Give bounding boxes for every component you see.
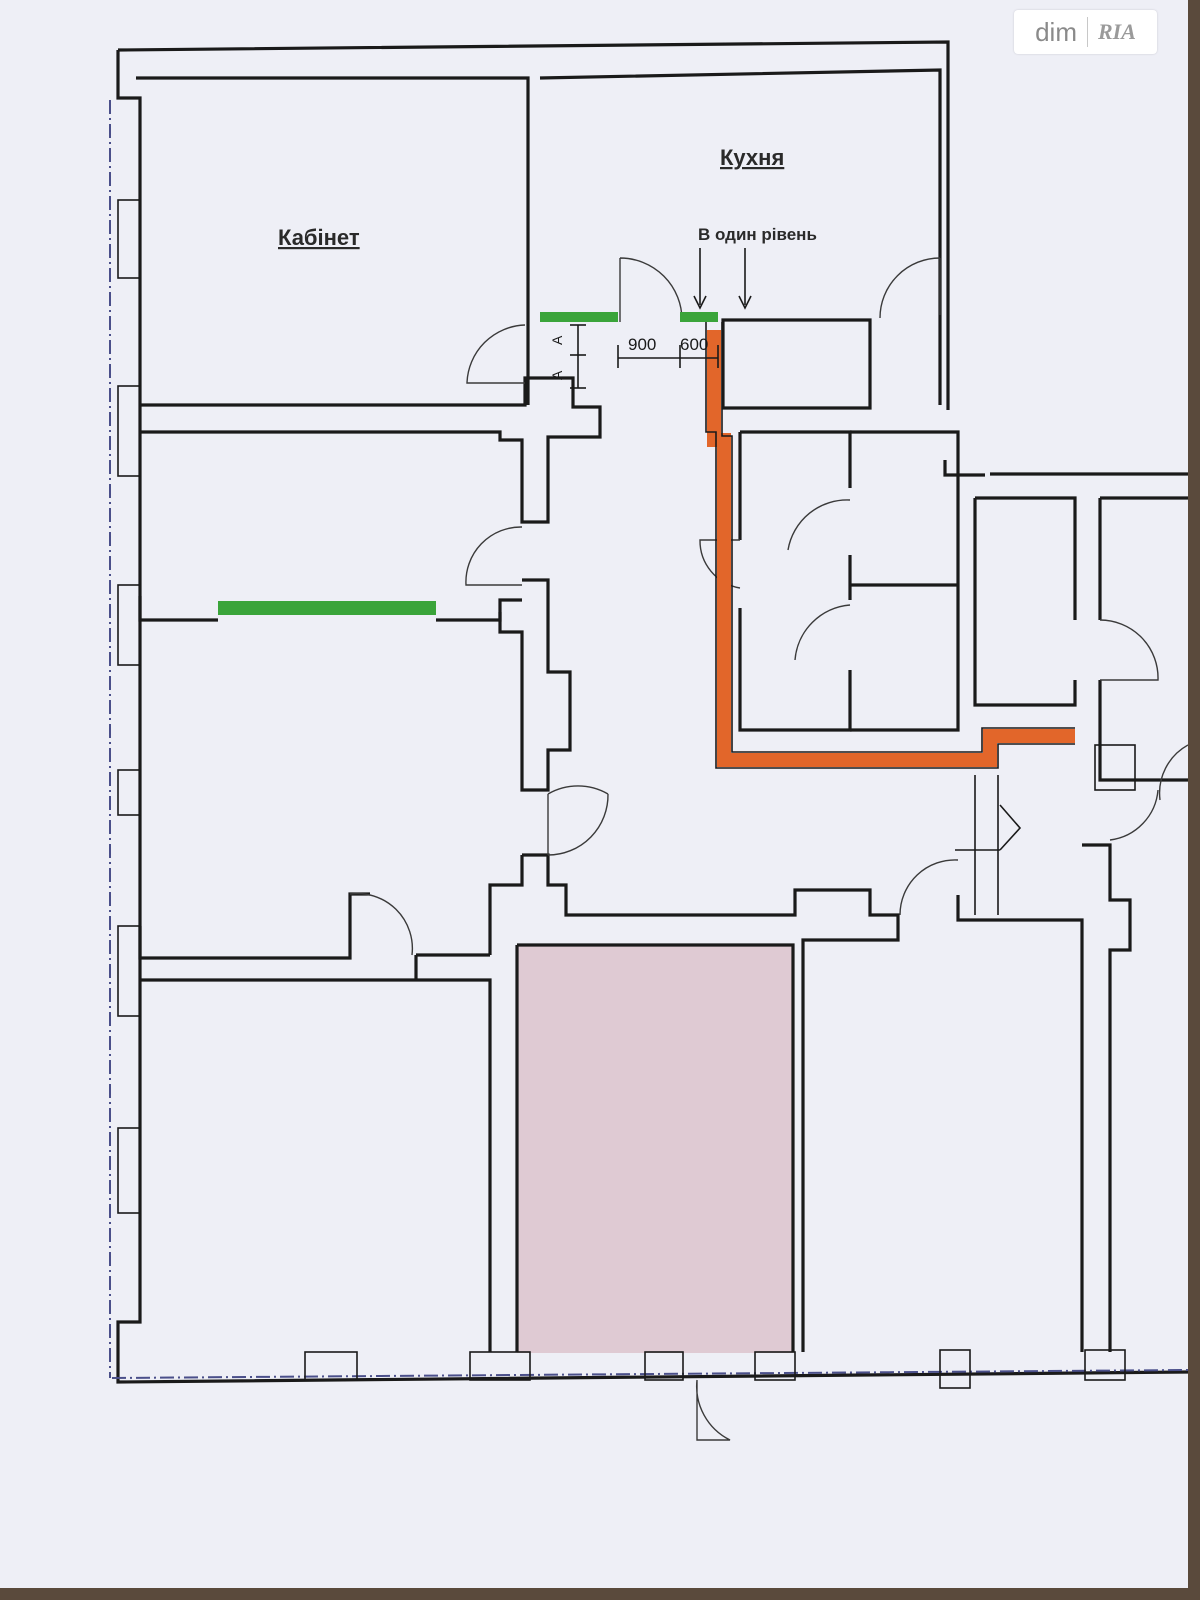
watermark-divider <box>1086 17 1088 47</box>
dimension-900: 900 <box>628 335 656 354</box>
doors <box>349 257 1188 1441</box>
stairs <box>955 775 1022 915</box>
wc-block <box>721 318 1188 791</box>
outer-walls <box>109 40 1188 1384</box>
room-label-office: Кабінет <box>278 225 360 250</box>
interior-walls <box>138 376 1188 1352</box>
new-walls-green <box>218 312 718 615</box>
level-note: В один рівень <box>698 225 817 244</box>
new-wall-orange <box>707 330 1075 767</box>
watermark-ria-logo: RIA <box>1097 19 1136 44</box>
dimension-600: 600 <box>680 335 708 354</box>
dimension-lines <box>570 248 752 389</box>
section-mark-a-bottom: A <box>549 370 565 380</box>
highlighted-room <box>517 945 793 1353</box>
section-mark-a-top: A <box>549 335 565 345</box>
room-label-kitchen: Кухня <box>720 145 784 170</box>
window-piers-bottom <box>304 1349 1126 1389</box>
dimria-watermark: dim RIA <box>1014 10 1157 54</box>
window-piers-left <box>117 199 141 1214</box>
watermark-dim-text: dim <box>1035 16 1077 47</box>
